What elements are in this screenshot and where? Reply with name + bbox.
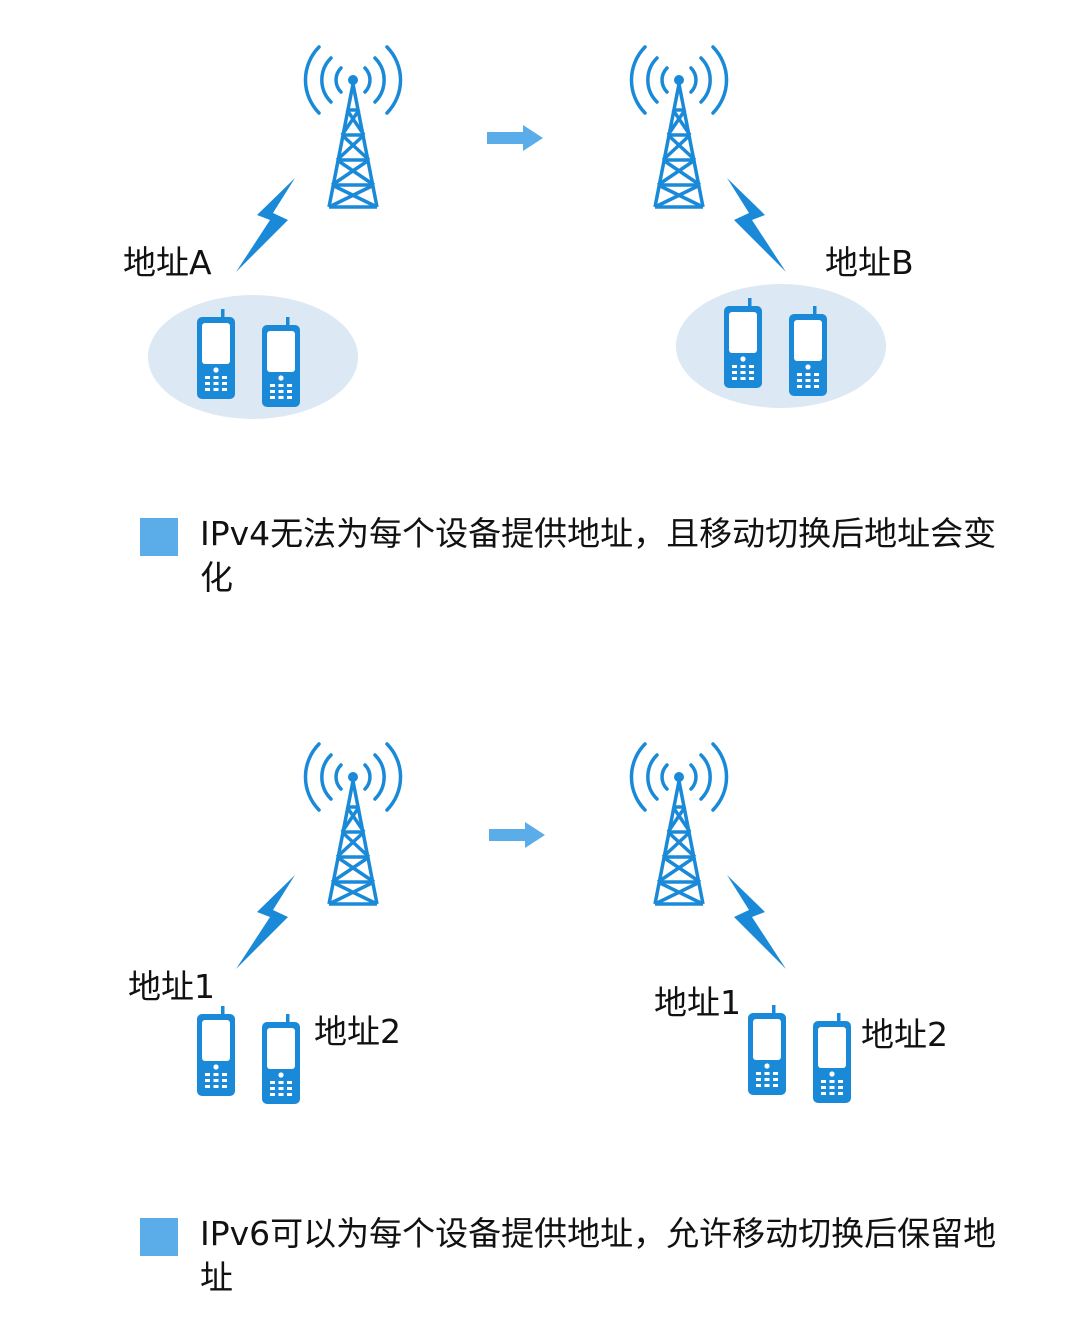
mobile-phone-icon <box>789 306 827 396</box>
address-label-2-right: 地址2 <box>861 1015 948 1054</box>
address-label-1-left: 地址1 <box>128 967 215 1006</box>
address-label-2-left: 地址2 <box>314 1012 401 1051</box>
mobile-phone-icon <box>197 309 235 399</box>
cell-tower-icon <box>303 742 403 906</box>
lightning-icon <box>727 178 786 272</box>
address-label-a: 地址A <box>123 243 212 282</box>
cell-tower-icon <box>303 45 403 209</box>
cell-tower-icon <box>629 742 729 906</box>
right-arrow-icon <box>487 125 543 151</box>
right-arrow-icon <box>489 822 545 848</box>
lightning-icon <box>236 875 295 969</box>
mobile-phone-icon <box>197 1006 235 1096</box>
device-group-ellipse-right <box>676 284 886 408</box>
address-label-1-right: 地址1 <box>654 983 741 1022</box>
address-label-b: 地址B <box>825 243 914 282</box>
mobile-phone-icon <box>724 298 762 388</box>
ipv6-caption: IPv6可以为每个设备提供地址，允许移动切换后保留地址 <box>200 1214 997 1297</box>
lightning-icon <box>727 875 786 969</box>
legend-square <box>140 518 178 556</box>
mobile-phone-icon <box>262 317 300 407</box>
legend-square <box>140 1218 178 1256</box>
mobile-phone-icon <box>813 1013 851 1103</box>
cell-tower-icon <box>629 45 729 209</box>
device-group-ellipse-left <box>148 295 358 419</box>
ipv4-caption: IPv4无法为每个设备提供地址，且移动切换后地址会变化 <box>200 514 997 597</box>
lightning-icon <box>236 178 295 272</box>
mobile-phone-icon <box>748 1005 786 1095</box>
mobile-phone-icon <box>262 1014 300 1104</box>
